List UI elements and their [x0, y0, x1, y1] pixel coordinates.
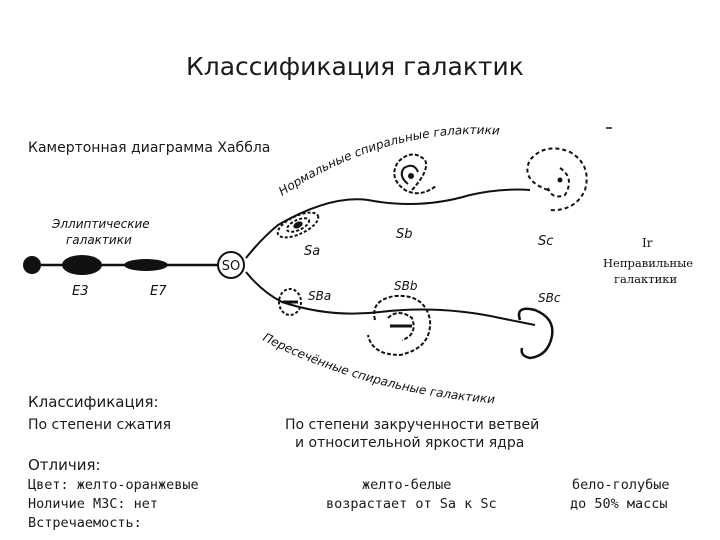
normal-spirals-label: Нормальные спиральные галактики	[276, 123, 500, 199]
elliptical-label-1: Эллиптические	[51, 217, 150, 231]
sbc-galaxy-icon	[517, 307, 554, 360]
irregular-code: Ir	[642, 236, 653, 250]
classification-by-winding-2: и относительной яркости ядра	[295, 435, 525, 451]
sb-galaxy-icon	[393, 153, 437, 195]
sa-label: Sa	[304, 244, 320, 259]
irregular-color: бело-голубые	[572, 477, 670, 493]
differences-heading: Отличия:	[28, 456, 101, 474]
irregular-label-1: Неправильные	[603, 256, 693, 270]
sbc-label: SBc	[538, 291, 561, 305]
classification-heading: Классификация:	[28, 393, 159, 411]
sbb-label: SBb	[394, 279, 418, 293]
s0-label: SO	[222, 259, 240, 274]
spiral-color: желто-белые	[362, 477, 452, 493]
sc-galaxy-icon	[526, 147, 588, 212]
barred-spirals-label: Пересечённые спиральные галактики	[261, 330, 496, 406]
e7-label: E7	[150, 284, 167, 299]
classification-by-compression: По степени сжатия	[28, 417, 172, 433]
e3-label: E3	[72, 284, 89, 299]
sa-galaxy-icon	[276, 211, 320, 239]
sba-label: SBa	[308, 289, 331, 303]
sbb-galaxy-icon	[367, 294, 432, 357]
elliptical-ism: Ноличие МЗС: нет	[28, 496, 159, 512]
normal-spiral-branch	[245, 188, 531, 259]
elliptical-color: Цвет: желто-оранжевые	[28, 477, 199, 493]
hubble-tuning-fork-diagram: SO Эллиптические галактики E3 E7 Sa Sb S…	[23, 123, 693, 406]
e7-galaxy-icon	[124, 259, 168, 271]
diagram-subtitle: Камертонная диаграмма Хаббла	[28, 140, 271, 156]
sb-label: Sb	[396, 227, 413, 242]
s0-node	[217, 251, 245, 279]
classification-by-winding-1: По степени закрученности ветвей	[285, 417, 540, 433]
irregular-label-2: галактики	[614, 272, 677, 286]
barred-spirals-text: Пересечённые спиральные галактики	[261, 330, 496, 406]
elliptical-occurrence: Встречаемость:	[28, 515, 142, 531]
e0-galaxy-icon	[23, 256, 41, 274]
sba-galaxy-icon	[278, 288, 302, 316]
elliptical-label-2: галактики	[66, 233, 132, 247]
barred-spiral-branch	[245, 271, 536, 326]
irregular-mass: до 50% массы	[570, 496, 668, 512]
sc-label: Sc	[538, 234, 553, 249]
normal-spirals-text: Нормальные спиральные галактики	[276, 123, 500, 199]
spiral-growth: возрастает от Sa к Sc	[326, 496, 497, 512]
e3-galaxy-icon	[62, 255, 102, 275]
page-title: Классификация галактик	[186, 52, 524, 81]
